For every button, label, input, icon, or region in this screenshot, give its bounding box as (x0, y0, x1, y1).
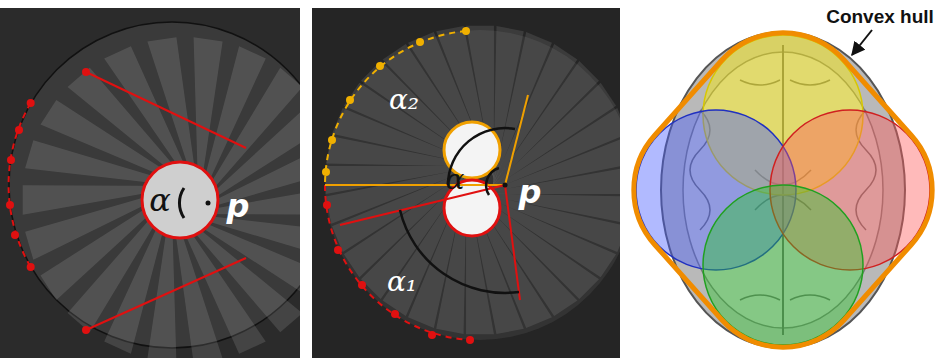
leader-arrow (852, 30, 872, 55)
angle-arc (400, 210, 519, 293)
point (503, 183, 508, 188)
wedge-fan (326, 26, 620, 335)
sample-dots (6, 68, 90, 334)
tangent-line (340, 185, 505, 225)
point (206, 201, 211, 206)
green-circle (703, 185, 863, 345)
angle-arc (486, 168, 499, 195)
tangent-line (325, 184, 505, 186)
angle-label: α₂ (389, 86, 419, 114)
sample-dots (322, 27, 470, 176)
sample-dots (323, 201, 474, 344)
wedge-fan (23, 37, 300, 358)
point-label: p (227, 190, 250, 222)
angle-label: α (446, 166, 465, 194)
tangent-line (86, 258, 246, 330)
tangent-line (86, 72, 246, 148)
point-label: p (519, 176, 542, 208)
angle-arc (179, 188, 184, 218)
tangent-line (505, 95, 528, 185)
red-circle (142, 162, 218, 238)
tangent-line (505, 185, 520, 300)
angle-label: α₁ (387, 268, 417, 296)
convex-hull-outline (634, 33, 932, 347)
dashed-arc (325, 185, 470, 340)
dashed-arc (9, 103, 31, 267)
dashed-arc (325, 31, 466, 185)
callout-label: Convex hull (826, 7, 934, 26)
angle-label: α (149, 184, 171, 216)
